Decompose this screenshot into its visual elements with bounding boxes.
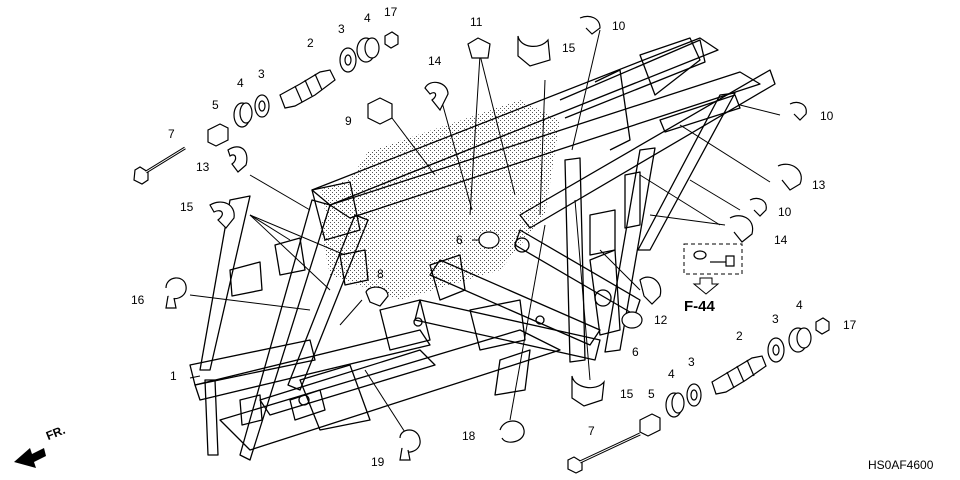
clamps bbox=[165, 15, 807, 461]
reference-box bbox=[683, 243, 743, 295]
callout-15: 15 bbox=[180, 200, 194, 214]
callout-14: 14 bbox=[774, 233, 788, 247]
callout-15: 15 bbox=[620, 387, 634, 401]
callout-4: 4 bbox=[237, 76, 244, 90]
callout-4: 4 bbox=[796, 298, 803, 312]
reference-code: F-44 bbox=[684, 298, 715, 315]
callout-15: 15 bbox=[562, 41, 576, 55]
callout-19: 19 bbox=[371, 455, 385, 469]
callout-8: 8 bbox=[377, 267, 384, 281]
callout-3: 3 bbox=[688, 355, 695, 369]
callout-4: 4 bbox=[668, 367, 675, 381]
callout-11: 11 bbox=[470, 15, 483, 29]
lower-right-parts bbox=[567, 317, 830, 474]
callout-7: 7 bbox=[588, 424, 595, 438]
callout-17: 17 bbox=[384, 5, 398, 19]
callout-14: 14 bbox=[428, 54, 442, 68]
callout-7: 7 bbox=[168, 127, 175, 141]
callout-10: 10 bbox=[612, 19, 626, 33]
callout-3: 3 bbox=[772, 312, 779, 326]
callout-5: 5 bbox=[648, 387, 655, 401]
callout-2: 2 bbox=[307, 36, 314, 50]
callout-6: 6 bbox=[632, 345, 639, 359]
callout-1: 1 bbox=[170, 369, 177, 383]
callout-4: 4 bbox=[364, 11, 371, 25]
callout-9: 9 bbox=[345, 114, 352, 128]
stippled-underside bbox=[320, 100, 560, 300]
callout-3: 3 bbox=[338, 22, 345, 36]
callout-13: 13 bbox=[196, 160, 210, 174]
upper-left-parts bbox=[133, 31, 399, 185]
callout-6: 6 bbox=[456, 233, 463, 247]
callout-2: 2 bbox=[736, 329, 743, 343]
leader-lines bbox=[189, 29, 781, 441]
callout-10: 10 bbox=[820, 109, 834, 123]
drawing-code: HS0AF4600 bbox=[868, 458, 934, 472]
callout-12: 12 bbox=[654, 313, 668, 327]
callout-16: 16 bbox=[131, 293, 145, 307]
callout-3: 3 bbox=[258, 67, 265, 81]
callout-17: 17 bbox=[843, 318, 857, 332]
callout-10: 10 bbox=[778, 205, 792, 219]
callout-13: 13 bbox=[812, 178, 826, 192]
callout-5: 5 bbox=[212, 98, 219, 112]
front-arrow-icon bbox=[14, 448, 46, 468]
callout-18: 18 bbox=[462, 429, 476, 443]
